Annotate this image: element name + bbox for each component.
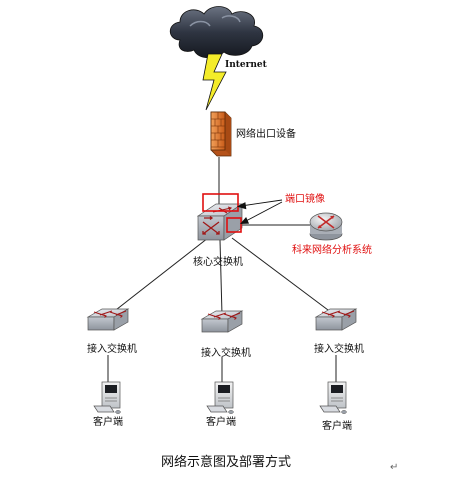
router-icon <box>309 212 343 241</box>
computer-icon <box>206 381 234 414</box>
internet-label: Internet <box>225 60 268 70</box>
access-switch-label: 接入交换机 <box>87 342 137 355</box>
lightning-icon <box>202 53 227 111</box>
mirror-port-top <box>202 193 239 212</box>
switch-icon <box>196 203 244 241</box>
client-label: 客户端 <box>206 415 236 428</box>
core-switch: 核心交换机 <box>193 203 244 268</box>
link-core-access-right <box>231 237 333 314</box>
cloud-icon <box>169 6 264 59</box>
client: 客户端 <box>319 381 352 432</box>
links <box>107 157 337 382</box>
port-mirror: 端口镜像 <box>202 192 325 233</box>
mirror-port-side <box>226 217 242 233</box>
client-label: 客户端 <box>322 419 352 432</box>
access-switch: 接入交换机 <box>200 310 251 359</box>
link-core-access-left <box>111 237 209 314</box>
switch-icon <box>86 308 130 331</box>
port-mirror-label: 端口镜像 <box>285 192 325 205</box>
access-switch-label: 接入交换机 <box>201 346 251 359</box>
core-switch-label: 核心交换机 <box>193 255 243 268</box>
analyzer-device: 科来网络分析系统 <box>292 212 372 256</box>
computer-icon <box>319 381 347 414</box>
gateway-label: 网络出口设备 <box>236 127 296 140</box>
client: 客户端 <box>206 381 236 428</box>
gateway-device: 网络出口设备 <box>210 111 296 157</box>
switch-icon <box>314 308 358 331</box>
diagram-caption: 网络示意图及部署方式 <box>161 454 291 470</box>
mirror-arrows <box>236 199 283 224</box>
link-core-access-middle <box>219 239 223 316</box>
access-switch: 接入交换机 <box>86 308 137 355</box>
switch-icon <box>200 310 244 333</box>
return-mark: ↵ <box>390 462 398 473</box>
access-switch-label: 接入交换机 <box>314 342 364 355</box>
client-label: 客户端 <box>93 415 123 428</box>
firewall-icon <box>210 111 232 157</box>
client: 客户端 <box>93 381 123 428</box>
access-switch: 接入交换机 <box>314 308 364 355</box>
internet-cloud: Internet <box>169 6 268 70</box>
analyzer-label: 科来网络分析系统 <box>292 243 372 256</box>
computer-icon <box>93 381 121 414</box>
